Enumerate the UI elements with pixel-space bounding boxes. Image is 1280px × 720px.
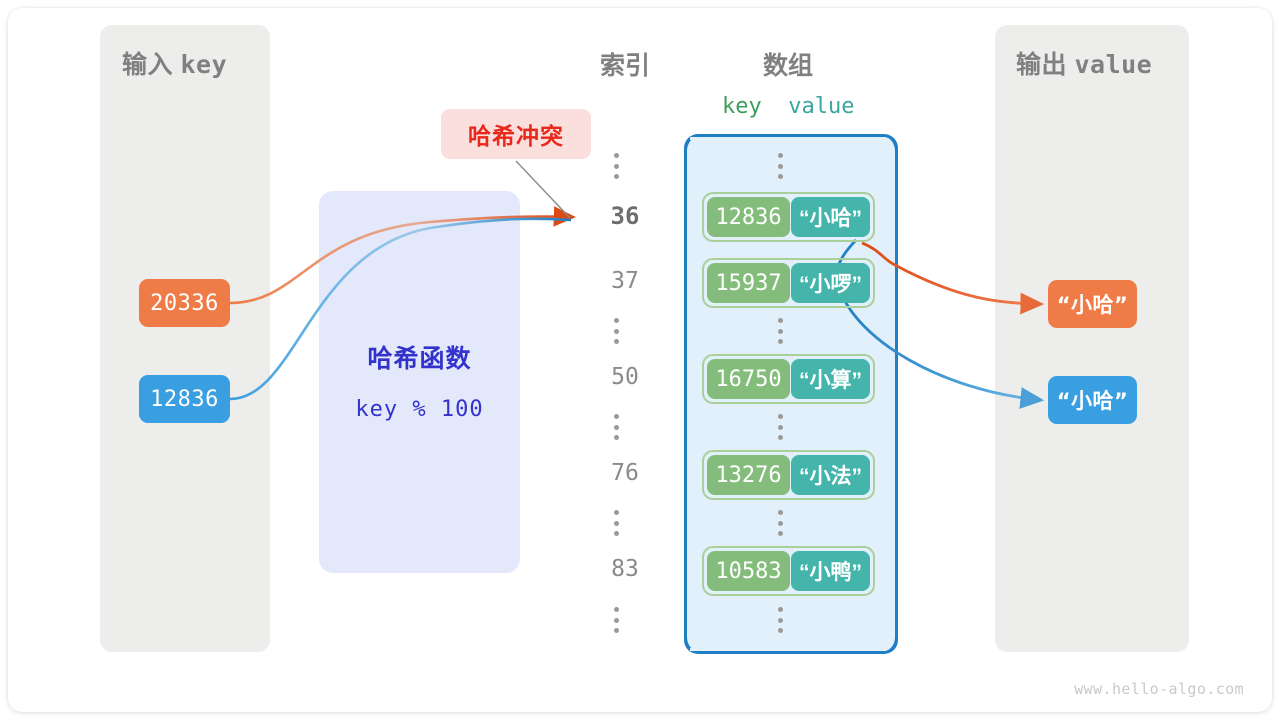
index-ellipsis xyxy=(607,318,625,344)
array-ellipsis xyxy=(771,510,789,536)
output-panel-title: 输出 value xyxy=(1016,45,1152,81)
bucket-value-50: “小算” xyxy=(790,359,870,399)
input-key-12836[interactable]: 12836 xyxy=(139,375,230,423)
array-bucket-50[interactable]: 16750“小算” xyxy=(702,354,875,404)
index-label-83: 83 xyxy=(611,556,639,582)
bucket-value-83: “小鸭” xyxy=(790,551,870,591)
bucket-value-76: “小法” xyxy=(790,455,870,495)
bucket-key-50: 16750 xyxy=(707,359,790,399)
array-container-bottom-mask xyxy=(690,648,886,651)
index-ellipsis xyxy=(607,414,625,440)
bucket-key-37: 15937 xyxy=(707,263,790,303)
output-value-2[interactable]: “小哈” xyxy=(1048,376,1137,424)
array-ellipsis xyxy=(771,318,789,344)
output-panel-title-mono: value xyxy=(1074,50,1153,79)
array-ellipsis xyxy=(771,607,789,633)
array-bucket-83[interactable]: 10583“小鸭” xyxy=(702,546,875,596)
bucket-key-83: 10583 xyxy=(707,551,790,591)
input-key-20336[interactable]: 20336 xyxy=(139,279,230,327)
input-panel-title-cn: 输入 xyxy=(122,51,174,79)
index-ellipsis xyxy=(607,510,625,536)
bucket-key-36: 12836 xyxy=(707,197,790,237)
collision-badge: 哈希冲突 xyxy=(441,109,591,159)
index-label-37: 37 xyxy=(611,268,639,294)
array-bucket-37[interactable]: 15937“小啰” xyxy=(702,258,875,308)
array-bucket-76[interactable]: 13276“小法” xyxy=(702,450,875,500)
input-panel-title-mono: key xyxy=(180,50,228,79)
array-ellipsis xyxy=(771,153,789,179)
hash-function-expression: key % 100 xyxy=(355,397,484,422)
bucket-key-76: 13276 xyxy=(707,455,790,495)
array-kv-header: key value xyxy=(722,94,854,119)
key-header-label: key xyxy=(722,94,762,119)
array-ellipsis xyxy=(771,414,789,440)
index-ellipsis xyxy=(607,607,625,633)
index-label-76: 76 xyxy=(611,460,639,486)
output-value-1[interactable]: “小哈” xyxy=(1048,280,1137,328)
array-container-top-mask xyxy=(690,137,886,140)
array-bucket-36[interactable]: 12836“小哈” xyxy=(702,192,875,242)
index-label-50: 50 xyxy=(611,364,639,390)
index-ellipsis xyxy=(607,153,625,179)
index-column-header: 索引 xyxy=(599,52,650,80)
input-panel-title: 输入 key xyxy=(122,45,227,81)
output-panel-title-cn: 输出 xyxy=(1016,51,1068,79)
index-label-36: 36 xyxy=(610,202,640,230)
array-column-header: 数组 xyxy=(762,52,813,80)
watermark: www.hello-algo.com xyxy=(1074,680,1244,698)
bucket-value-36: “小哈” xyxy=(790,197,870,237)
bucket-value-37: “小啰” xyxy=(790,263,870,303)
value-header-label: value xyxy=(788,94,855,119)
